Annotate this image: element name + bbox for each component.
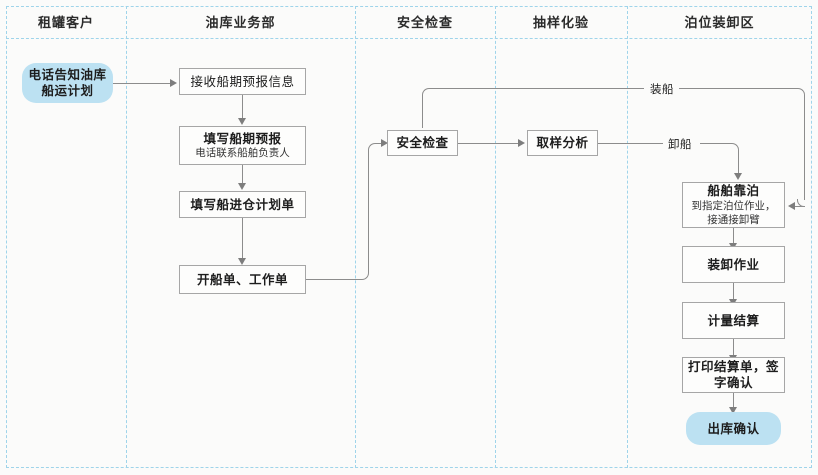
node-fill-shipping-forecast[interactable]: 填写船期预报 电话联系船舶负责人 [179,126,306,165]
edge-worksheet-right [305,279,362,280]
node-sampling-label: 取样分析 [536,135,589,151]
edge-loadship-right-b [679,88,798,89]
edge-receive-to-forecast [242,95,243,119]
lane-title-business: 油库业务部 [205,16,276,31]
node-receive-label: 接收船期预报信息 [190,73,295,89]
node-start-label-line2: 船运计划 [41,83,94,98]
lane-title-sampling: 抽样化验 [532,16,589,31]
node-departure-and-worksheet[interactable]: 开船单、工作单 [179,265,306,294]
edge-planform-to-worksheet [242,217,243,261]
node-worksheet-label: 开船单、工作单 [196,271,288,287]
node-forecast-sublabel: 电话联系船舶负责人 [195,147,290,160]
node-safety-label: 安全检查 [396,135,449,151]
swimlane-header-divider [6,38,812,39]
node-berthing-label: 船舶靠泊 [707,183,760,199]
arrow-unloadship-into-berthing [734,173,742,180]
edge-loadship-down [804,95,805,200]
node-planform-label: 填写船进仓计划单 [190,196,295,212]
node-loadop-label: 装卸作业 [707,256,760,272]
arrow-planform-to-worksheet [238,258,246,265]
node-printdoc-label-line1: 打印结算单，签 [687,359,779,375]
edge-safety-to-sampling [457,143,519,144]
edge-worksheet-up [368,150,369,273]
edge-unloadship-right-a [597,143,663,144]
node-safety-inspection[interactable]: 安全检查 [387,130,458,156]
lane-title-customer: 租罐客户 [37,16,94,31]
edge-label-load-ship: 装船 [646,81,678,97]
node-start-label-line1: 电话告知油库 [28,67,107,83]
edge-worksheet-corner-tl [368,143,376,151]
arrow-forecast-to-planform [238,183,246,190]
node-receive-forecast-info[interactable]: 接收船期预报信息 [179,68,306,95]
node-forecast-label: 填写船期预报 [203,130,282,146]
edge-start-to-receive [113,83,171,84]
edge-unloadship-corner-tr [731,143,739,151]
lane-divider-4 [627,6,628,468]
arrow-into-safety [381,139,388,147]
lane-title-berth: 泊位装卸区 [684,16,755,31]
node-metering-label: 计量结算 [707,312,760,328]
node-print-settlement-sign[interactable]: 打印结算单，签 字确认 [682,357,785,393]
edge-loadship-corner-tl [422,88,430,96]
edge-loadship-up [422,95,423,128]
arrow-loadship-into-berthing [788,202,795,210]
node-metering-settlement[interactable]: 计量结算 [682,302,785,339]
arrow-safety-to-sampling [518,139,525,147]
edge-metering-to-printdoc [733,339,734,357]
lane-divider-2 [355,6,356,468]
node-berthing-sublabel-line2: 接通接卸臂 [707,213,760,226]
node-berthing-sublabel-line1: 到指定泊位作业， [691,199,776,212]
edge-forecast-to-planform [242,165,243,185]
node-start-notify-plan[interactable]: 电话告知油库 船运计划 [22,63,113,103]
node-loading-unloading-operation[interactable]: 装卸作业 [682,246,785,283]
edge-berthing-to-loadop [733,227,734,245]
arrow-receive-to-forecast [238,118,246,125]
node-end-label: 出库确认 [707,420,760,436]
edge-unloadship-right-b [700,143,732,144]
arrow-start-to-receive [170,79,177,87]
edge-worksheet-into-safety [375,143,383,144]
edge-unloadship-down [738,150,739,174]
arrow-printdoc-to-end [729,407,737,414]
edge-loadship-into-berthing [795,206,805,207]
edge-loadop-to-metering [733,283,734,301]
edge-loadship-right-a [429,88,644,89]
lane-divider-3 [495,6,496,468]
node-outbound-confirmation[interactable]: 出库确认 [686,412,781,445]
edge-printdoc-to-end [733,392,734,409]
lane-divider-1 [126,6,127,468]
lane-title-safety: 安全检查 [396,16,453,31]
node-sampling-analysis[interactable]: 取样分析 [527,130,598,156]
edge-label-unload-ship: 卸船 [664,136,696,152]
node-ship-berthing[interactable]: 船舶靠泊 到指定泊位作业， 接通接卸臂 [682,182,785,228]
node-printdoc-label-line2: 字确认 [713,375,753,390]
edge-loadship-corner-tr [797,88,805,96]
node-fill-warehouse-plan[interactable]: 填写船进仓计划单 [179,191,306,218]
